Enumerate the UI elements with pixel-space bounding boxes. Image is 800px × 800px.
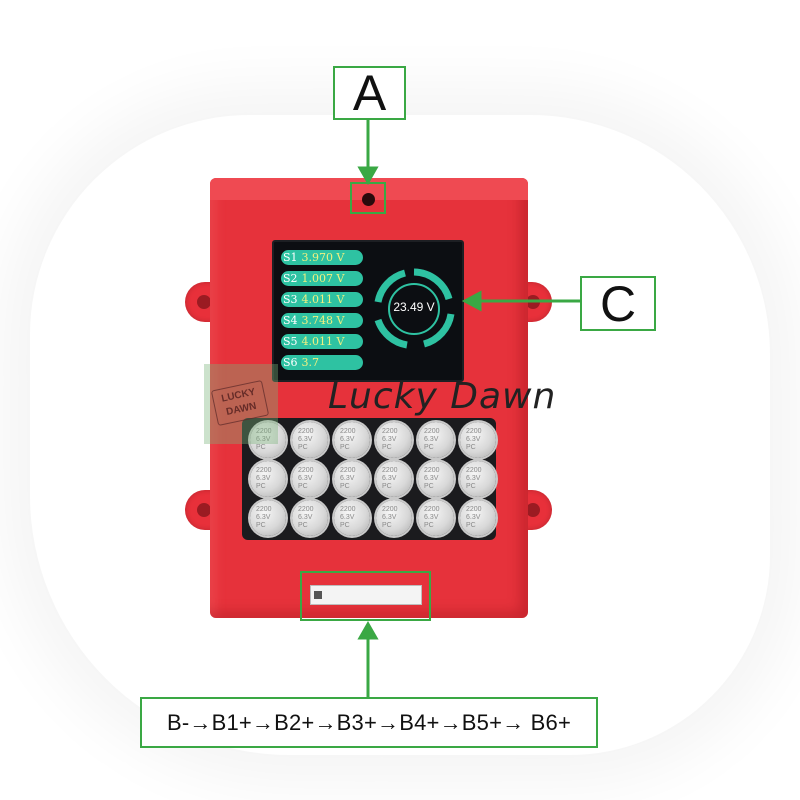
enclosure-bevel bbox=[210, 178, 528, 200]
watermark-badge bbox=[204, 364, 278, 444]
cell-voltage: 3.7 bbox=[301, 356, 320, 369]
arrow-head-c bbox=[461, 290, 482, 312]
cell-id: S3 bbox=[283, 293, 298, 306]
gauge-segment bbox=[422, 313, 455, 348]
total-voltage-gauge bbox=[374, 268, 455, 349]
cell-id: S2 bbox=[283, 272, 298, 285]
arrow-head-connector bbox=[357, 620, 379, 640]
cell-voltage: 3.970 V bbox=[301, 251, 345, 264]
indicator-hole bbox=[362, 193, 375, 206]
arrow-head-a bbox=[357, 166, 379, 186]
cell-voltage: 4.011 V bbox=[301, 293, 345, 306]
cell-voltage: 4.011 V bbox=[301, 335, 345, 348]
cell-voltage: 1.007 V bbox=[301, 272, 345, 285]
gauge-segment bbox=[374, 318, 408, 349]
connector-highlight-box bbox=[300, 571, 431, 621]
cell-id: S5 bbox=[283, 335, 298, 348]
gauge-segment bbox=[413, 268, 453, 301]
gauge-segment bbox=[374, 269, 407, 303]
label-a: A bbox=[333, 65, 406, 121]
cell-id: S4 bbox=[283, 314, 298, 327]
balance-connector bbox=[310, 585, 422, 605]
red-enclosure bbox=[210, 178, 528, 618]
label-c: C bbox=[580, 276, 656, 332]
cell-voltage: 3.748 V bbox=[301, 314, 345, 327]
watermark-script: Lucky Dawn bbox=[328, 376, 557, 417]
gauge-inner-ring bbox=[388, 283, 440, 335]
cell-id: S1 bbox=[283, 251, 298, 264]
wiring-sequence-label: B-→B1+→B2+→B3+→B4+→B5+→ B6+ bbox=[140, 697, 598, 748]
total-voltage-readout: 23.49 V bbox=[393, 300, 435, 314]
cell-id: S6 bbox=[283, 356, 298, 369]
